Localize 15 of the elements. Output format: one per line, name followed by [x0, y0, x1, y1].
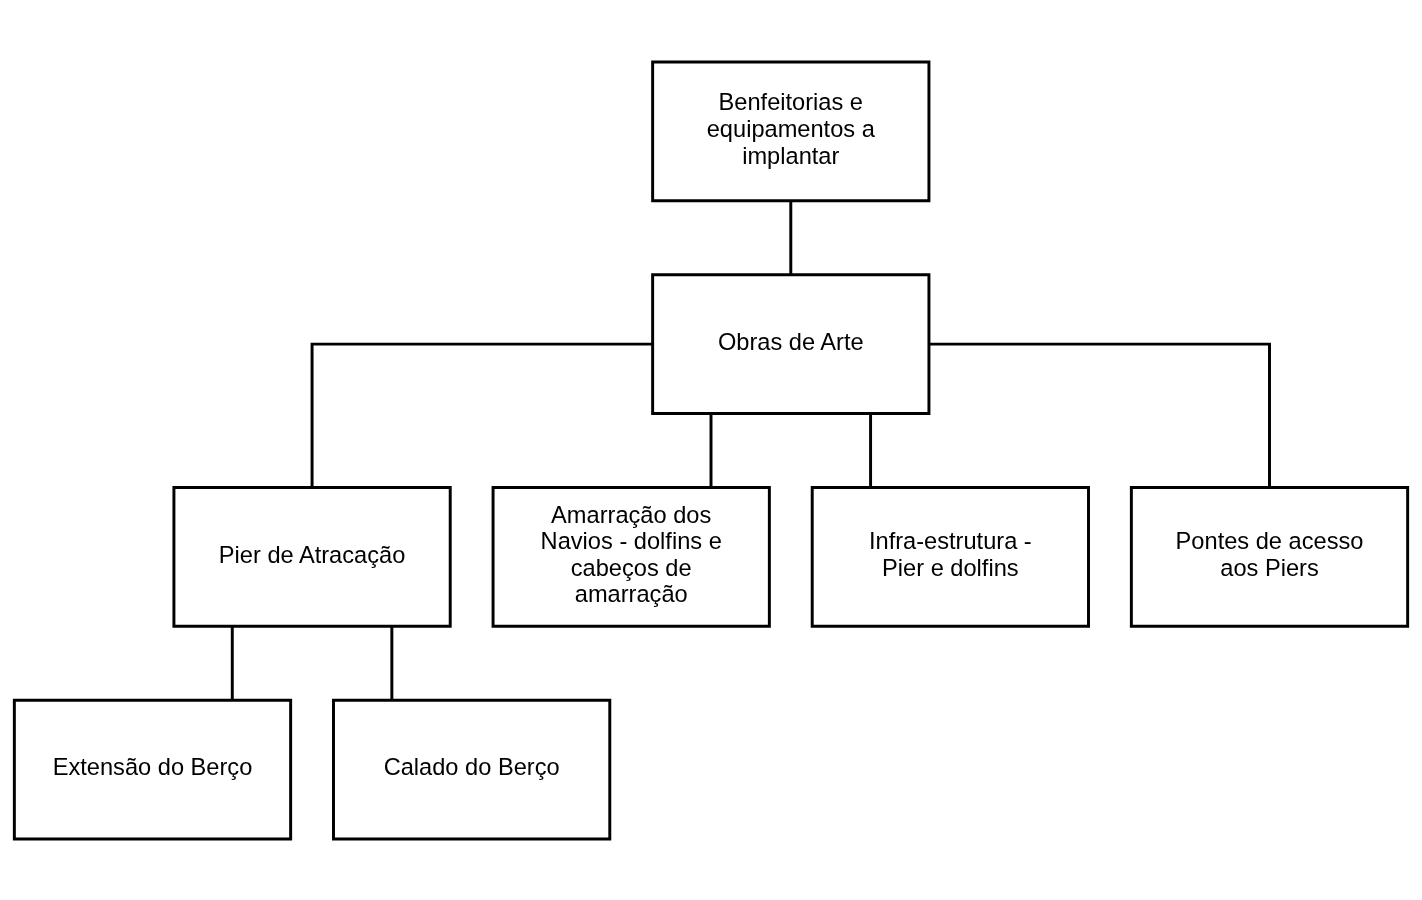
connector — [869, 413, 873, 487]
node-box: Calado do Berço — [332, 698, 612, 841]
node-box: Extensão do Berço — [12, 698, 293, 841]
connector — [789, 200, 793, 274]
node-box: Pier de Atracação — [172, 485, 452, 628]
connector — [709, 413, 713, 487]
node-box: Amarração dos Navios - dolfins e cabeços de amarração — [491, 485, 771, 628]
node-box: Pontes de acesso aos Piers — [1129, 485, 1410, 628]
node-box: Benfeitorias e equipamentos a implantar — [651, 59, 931, 202]
connector — [310, 342, 653, 487]
connector — [390, 626, 394, 700]
connector — [230, 626, 234, 700]
node-box: Infra-estrutura - Pier e dolfins — [810, 485, 1090, 628]
node-box: Obras de Arte — [651, 272, 931, 415]
connector — [929, 342, 1271, 487]
